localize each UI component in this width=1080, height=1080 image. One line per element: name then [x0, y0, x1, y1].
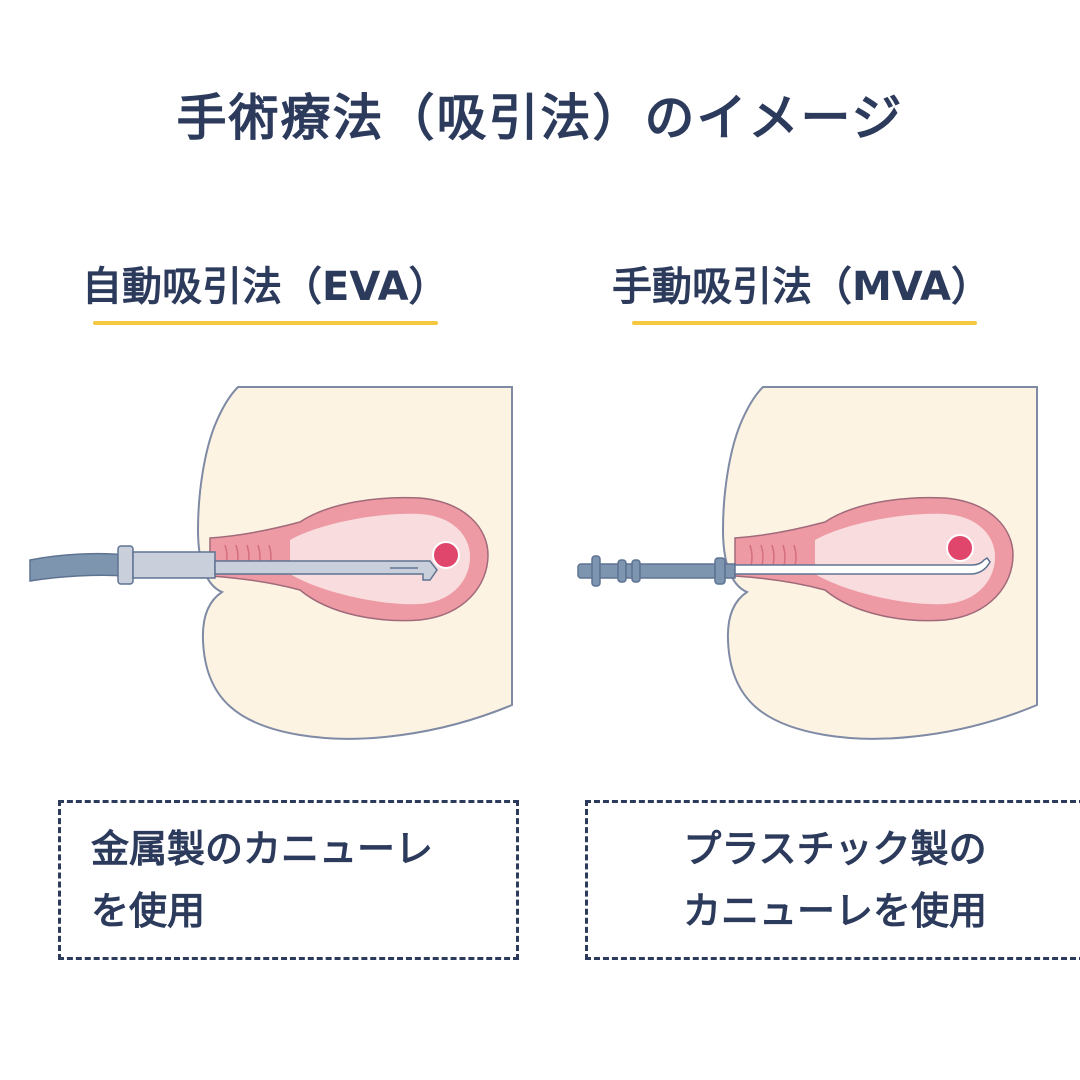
eva-heading: 自動吸引法（EVA）	[82, 264, 449, 310]
plastic-cannula-icon	[734, 556, 991, 575]
uterus-illustration-icon	[29, 386, 513, 740]
gestational-sac-marker-icon	[432, 541, 460, 569]
eva-note-text: 金属製のカニューレ を使用	[91, 827, 434, 933]
mva-note-text: プラスチック製の カニューレを使用	[682, 827, 987, 933]
eva-note-box: 金属製のカニューレ を使用	[58, 800, 519, 960]
gestational-sac-marker-icon	[946, 534, 974, 562]
mva-heading: 手動吸引法（MVA）	[612, 264, 992, 310]
page-title: 手術療法（吸引法）のイメージ	[176, 89, 904, 147]
suction-tube-icon	[577, 555, 736, 587]
eva-illustration	[0, 380, 540, 740]
mva-note-box: プラスチック製の カニューレを使用	[585, 800, 1080, 960]
eva-heading-underline	[93, 321, 438, 325]
eva-column: 自動吸引法（EVA）	[0, 264, 540, 960]
mva-heading-underline	[632, 321, 977, 325]
mva-column: 手動吸引法（MVA）	[540, 0, 1080, 1080]
uterus-illustration-icon	[577, 386, 1038, 740]
metal-cannula-icon	[214, 560, 438, 581]
suction-tube-icon	[29, 552, 126, 582]
mva-illustration	[540, 380, 1080, 740]
